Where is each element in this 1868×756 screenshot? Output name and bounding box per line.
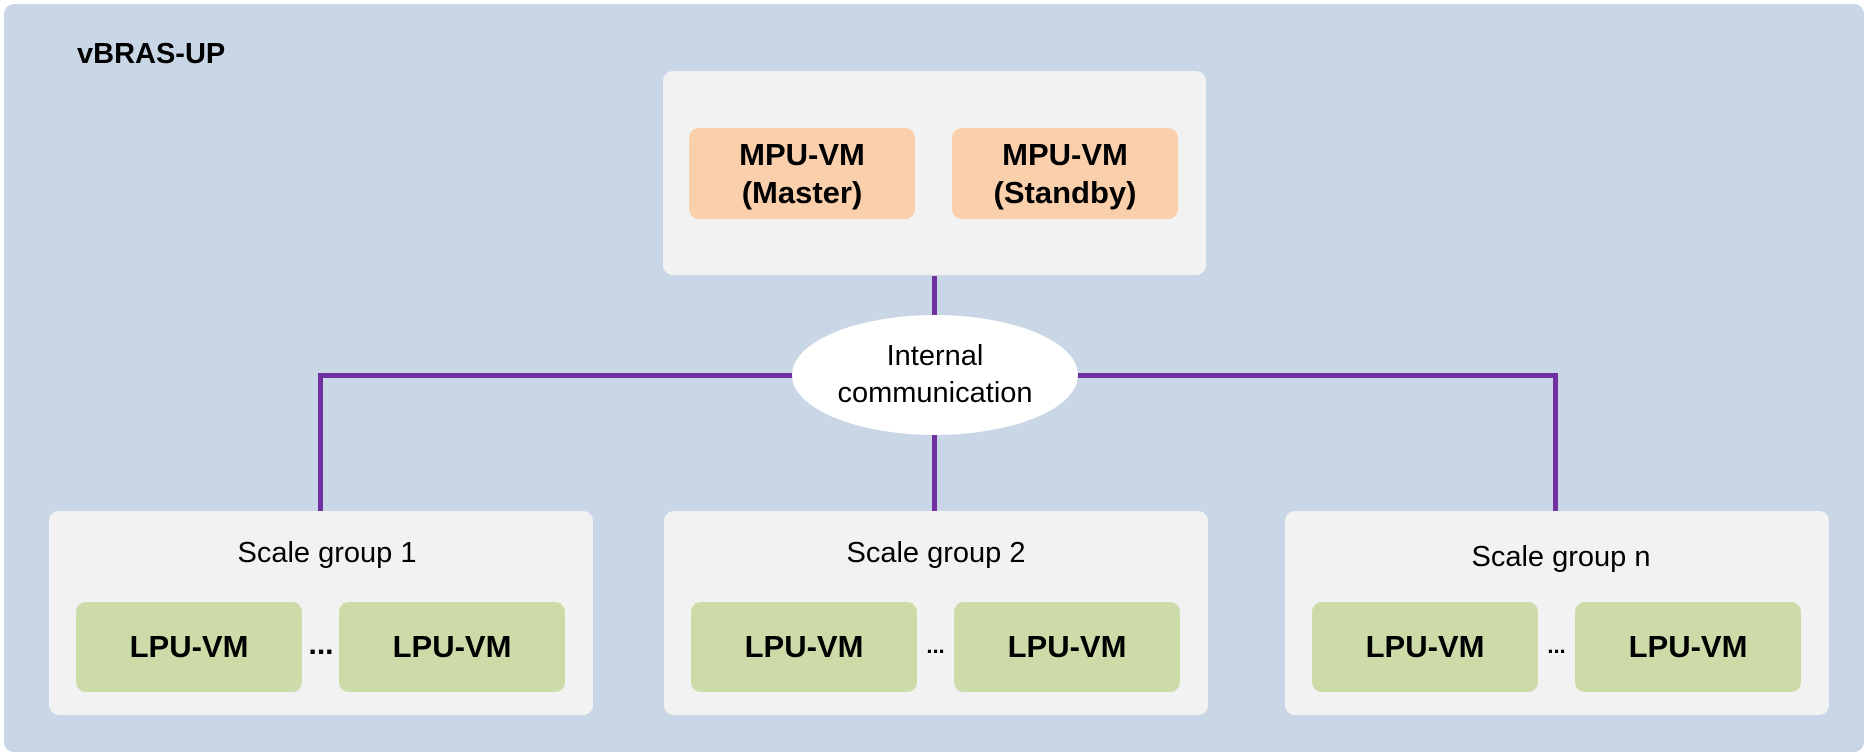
lpu-vm-label: LPU-VM	[392, 629, 512, 664]
internal-communication-node: Internal communication	[792, 315, 1078, 435]
scale-group-1-lpu-vm-right: LPU-VM	[339, 602, 565, 692]
scale-group-2-ellipsis: ...	[926, 633, 945, 658]
mpu-master-role: (Master)	[741, 174, 863, 210]
scale-group-1-title: Scale group 1	[237, 537, 417, 569]
scale-group-n-ellipsis: ...	[1547, 633, 1566, 658]
scale-group-n-lpu-vm-right: LPU-VM	[1575, 602, 1801, 692]
lpu-vm-label: LPU-VM	[1628, 629, 1748, 664]
scale-group-1-ellipsis: ...	[308, 628, 334, 661]
scale-group-2-lpu-vm-left: LPU-VM	[691, 602, 917, 692]
connector-mpu-to-hub	[932, 276, 937, 318]
mpu-vm-standby: MPU-VM (Standby)	[952, 128, 1178, 219]
scale-group-2-title: Scale group 2	[846, 537, 1026, 569]
mpu-vm-master: MPU-VM (Master)	[689, 128, 915, 219]
lpu-vm-label: LPU-VM	[1365, 629, 1485, 664]
hub-label-line1: Internal	[886, 340, 984, 372]
scale-group-1-lpu-vm-left: LPU-VM	[76, 602, 302, 692]
connector-hub-right-vertical	[1553, 373, 1558, 512]
lpu-vm-label: LPU-VM	[129, 629, 249, 664]
scale-group-n-title: Scale group n	[1471, 541, 1651, 573]
connector-hub-right-horizontal	[1076, 373, 1558, 378]
hub-label-line2: communication	[837, 377, 1033, 409]
connector-hub-left-horizontal	[318, 373, 794, 378]
mpu-standby-name: MPU-VM	[1002, 136, 1128, 172]
mpu-standby-role: (Standby)	[993, 174, 1137, 210]
diagram-title: vBRAS-UP	[77, 38, 226, 70]
scale-group-2-lpu-vm-right: LPU-VM	[954, 602, 1180, 692]
lpu-vm-label: LPU-VM	[744, 629, 864, 664]
connector-hub-center-vertical	[932, 432, 937, 512]
mpu-master-name: MPU-VM	[739, 136, 865, 172]
scale-group-n-lpu-vm-left: LPU-VM	[1312, 602, 1538, 692]
connector-hub-left-vertical	[318, 373, 323, 512]
lpu-vm-label: LPU-VM	[1007, 629, 1127, 664]
